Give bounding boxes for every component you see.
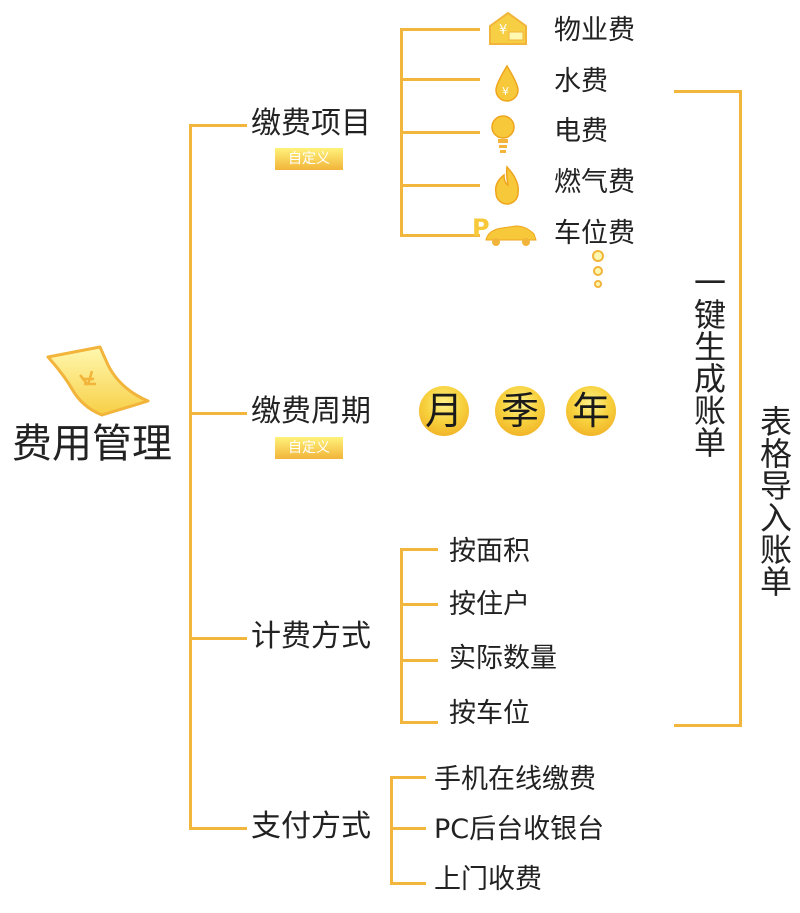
payment-method-label: 手机在线缴费	[434, 766, 596, 793]
billing-method-label: 按车位	[449, 700, 530, 727]
sub-line	[400, 659, 438, 662]
sub-trunk-payment	[390, 776, 393, 885]
sub-line	[400, 234, 480, 237]
billing-method-label: 实际数量	[449, 645, 557, 672]
payment-method-label: 上门收费	[434, 866, 542, 893]
category-fee-items: 缴费项目	[251, 109, 371, 139]
branch-line-items	[189, 124, 247, 127]
category-billing-method: 计费方式	[251, 622, 371, 652]
bill-icon	[42, 345, 152, 421]
branch-line-period	[189, 412, 247, 415]
billing-method-label: 按住户	[449, 591, 530, 618]
sub-line	[400, 184, 480, 187]
branch-line-billing	[189, 637, 247, 640]
fee-item-label: 车位费	[554, 220, 635, 247]
period-year: 年	[566, 386, 616, 436]
bracket-top	[674, 90, 742, 93]
billing-method-label: 按面积	[449, 538, 530, 565]
sub-line	[400, 131, 480, 134]
more-dots-icon	[590, 250, 606, 296]
sub-line	[400, 721, 438, 724]
sub-line	[390, 776, 426, 779]
bracket-vertical	[739, 90, 742, 727]
main-trunk-line	[189, 124, 192, 830]
fee-item-label: 燃气费	[554, 169, 635, 196]
period-month: 月	[419, 386, 469, 436]
sub-line	[390, 827, 426, 830]
category-payment-method: 支付方式	[251, 812, 371, 842]
period-quarter: 季	[495, 386, 545, 436]
payment-method-label: PC后台收银台	[434, 816, 604, 843]
sub-trunk-billing	[400, 548, 403, 723]
sub-line	[400, 28, 480, 31]
svg-text:¥: ¥	[502, 85, 509, 98]
light-bulb-icon	[490, 114, 516, 158]
sub-line	[400, 548, 438, 551]
root-title: 费用管理	[12, 424, 172, 464]
water-drop-icon: ¥	[494, 64, 520, 106]
fee-item-label: 电费	[554, 118, 608, 145]
parking-car-icon: P	[472, 212, 538, 252]
sub-line	[390, 882, 426, 885]
flame-icon	[492, 165, 522, 209]
bracket-bottom	[674, 724, 742, 727]
svg-text:¥: ¥	[499, 23, 507, 38]
fee-item-label: 物业费	[554, 17, 635, 44]
property-house-icon: ¥	[487, 10, 529, 50]
one-click-bill-label: 一键生成账单	[690, 266, 726, 458]
table-import-bill-label: 表格导入账单	[756, 405, 792, 597]
category-payment-period: 缴费周期	[251, 397, 371, 427]
custom-tag: 自定义	[275, 148, 343, 170]
sub-line	[400, 603, 438, 606]
sub-line	[400, 78, 480, 81]
custom-tag: 自定义	[275, 437, 343, 459]
branch-line-payment	[189, 827, 247, 830]
fee-item-label: 水费	[554, 68, 608, 95]
